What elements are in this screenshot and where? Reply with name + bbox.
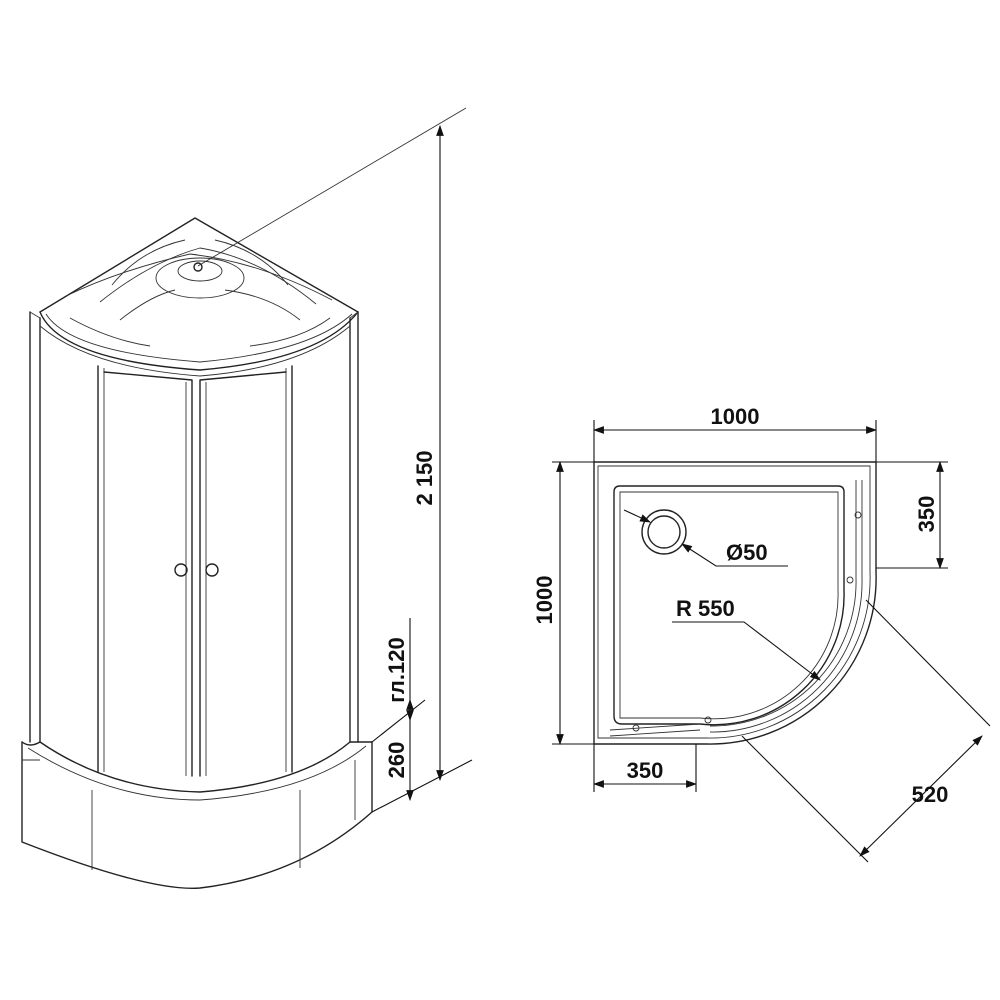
dimension-tray-depth: гл.120 <box>384 618 414 722</box>
cabin-frame <box>29 311 359 777</box>
door-right <box>199 371 287 777</box>
depth-label: 1000 <box>532 576 557 625</box>
dimension-height-total: 2 150 <box>371 124 473 813</box>
shower-tray <box>21 741 373 889</box>
cabin-roof <box>39 217 359 371</box>
plan-outline <box>593 461 877 745</box>
roof-leader-line <box>197 107 467 267</box>
tray-height-label: 260 <box>384 742 409 779</box>
width-label: 1000 <box>711 404 760 429</box>
door-handle-left-icon <box>174 563 188 577</box>
dimension-door-diagonal: 520 <box>741 599 991 863</box>
drain-diameter-label: Ø50 <box>726 540 768 565</box>
tray-depth-label: гл.120 <box>384 637 409 702</box>
side-bottom-label: 350 <box>627 758 664 783</box>
height-total-label: 2 150 <box>412 450 437 505</box>
shower-cabin-plan: Ø50 R 550 1000 1000 350 <box>532 404 991 863</box>
dimension-side-top: 350 <box>876 460 948 570</box>
shower-cabin-isometric: 2 150 260 гл.120 <box>21 107 473 889</box>
drain-icon <box>641 509 687 555</box>
dimension-side-bottom: 350 <box>592 744 698 792</box>
side-top-label: 350 <box>914 496 939 533</box>
shower-head-icon <box>193 262 203 272</box>
dimension-width: 1000 <box>592 404 878 462</box>
dimension-depth: 1000 <box>532 460 594 746</box>
radius-label: R 550 <box>676 596 735 621</box>
door-handle-right-icon <box>205 563 219 577</box>
plan-tray-inner <box>613 485 845 726</box>
door-left <box>103 371 193 777</box>
door-diagonal-label: 520 <box>912 782 949 807</box>
dimension-tray-height: 260 <box>371 698 426 802</box>
